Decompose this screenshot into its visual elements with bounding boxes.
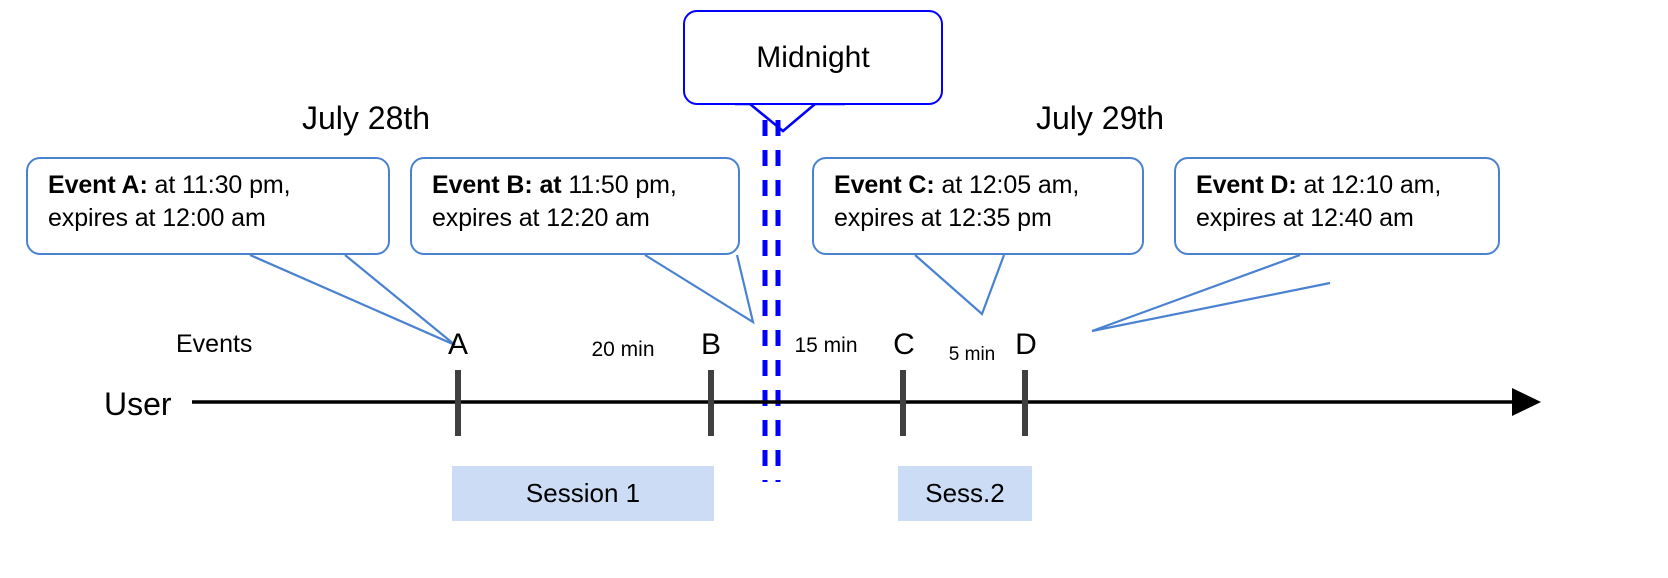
midnight-callout-label: Midnight [756,40,870,74]
event-letter-a: A [447,328,468,361]
date-label-july-29: July 29th [1036,100,1165,136]
event-letter-d: D [1015,328,1037,361]
callout-event-b-line1: Event B: at 11:50 pm, [432,169,724,202]
midnight-callout-tail [735,102,845,133]
callout-event-d-line2: expires at 12:40 am [1196,204,1414,233]
user-row-label: User [104,386,172,422]
callout-event-a-line1: Event A: at 11:30 pm, [48,169,374,202]
callout-event-c-time: at 12:05 am, [934,171,1080,199]
session-block-1-label: Session 1 [525,478,641,508]
callout-event-b-time: 11:50 pm, [561,171,677,199]
leader-line-event-a [249,253,456,347]
interval-label-b-to-c: 15 min [794,334,858,357]
events-row-label: Events [176,330,253,358]
leader-line-event-c [914,254,1006,316]
leader-line-event-d [1091,253,1331,333]
timeline-arrowhead [1512,388,1541,416]
callout-event-d: Event D: at 12:10 am, expires at 12:40 a… [1174,157,1500,255]
callout-event-b: Event B: at 11:50 pm, expires at 12:20 a… [410,157,740,255]
callout-event-d-line1: Event D: at 12:10 am, [1196,169,1484,202]
event-letter-b: B [700,328,721,361]
callout-event-a: Event A: at 11:30 pm, expires at 12:00 a… [26,157,390,255]
callout-event-c: Event C: at 12:05 am, expires at 12:35 p… [812,157,1144,255]
session-block-1: Session 1 [452,466,714,521]
callout-event-c-line2: expires at 12:35 pm [834,204,1052,233]
session-block-2: Sess.2 [898,466,1032,521]
callout-event-c-label: Event C: [834,171,935,199]
callout-event-b-label: Event B: at [432,171,562,199]
callout-event-c-line1: Event C: at 12:05 am, [834,169,1128,202]
callout-event-a-label: Event A: [48,171,148,199]
interval-label-c-to-d: 5 min [948,344,996,365]
leader-line-event-b [644,254,755,325]
callout-event-a-time: at 11:30 pm, [147,171,291,199]
event-letter-c: C [893,328,915,361]
callout-event-a-line2: expires at 12:00 am [48,204,266,233]
date-label-july-28: July 28th [302,100,431,136]
interval-label-a-to-b: 20 min [591,338,655,361]
callout-event-b-line2: expires at 12:20 am [432,204,650,233]
session-block-2-label: Sess.2 [925,478,1005,508]
midnight-callout: Midnight [683,10,943,105]
callout-event-d-label: Event D: [1196,171,1297,199]
callout-event-d-time: at 12:10 am, [1296,171,1442,199]
